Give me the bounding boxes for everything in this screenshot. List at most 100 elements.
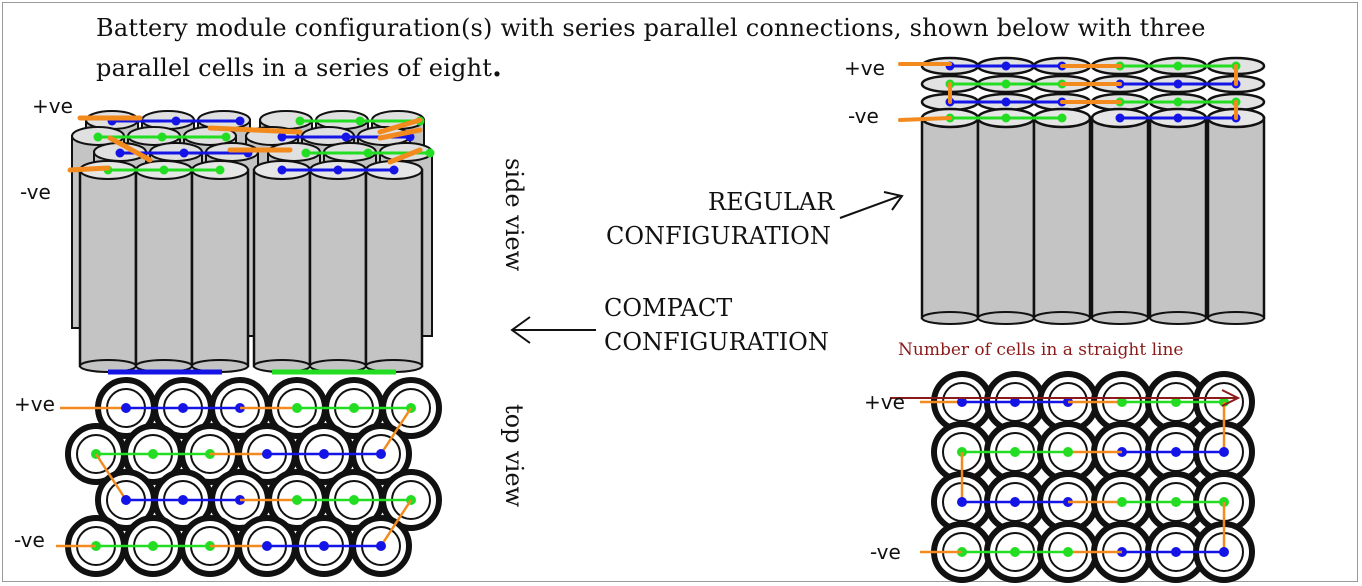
cell-terminal — [1001, 79, 1011, 89]
regular-top-view — [920, 371, 1255, 583]
cell-terminal — [389, 165, 399, 175]
cell-body — [308, 168, 368, 368]
cell-body — [1090, 116, 1150, 320]
pos-terminal-label-regular-side: +ve — [844, 56, 885, 80]
compact-side-view — [67, 110, 435, 375]
cell-terminal — [215, 165, 225, 175]
title-line-2-text: parallel cells in a series of eight — [96, 54, 493, 82]
interconnect-link — [377, 117, 423, 135]
cell-terminal — [262, 541, 272, 551]
cell-terminal — [262, 449, 272, 459]
cell-body — [134, 168, 194, 368]
cell-terminal — [1001, 61, 1011, 71]
cell-terminal — [319, 449, 329, 459]
cell-terminal — [1057, 113, 1067, 123]
cell-bottom — [1207, 311, 1265, 325]
pos-terminal-label-compact-side: +ve — [32, 94, 73, 118]
cell-terminal — [1115, 113, 1125, 123]
cell-terminal — [1010, 497, 1020, 507]
cell-terminal — [957, 397, 967, 407]
cell-body — [1206, 116, 1266, 320]
cell-terminal — [1173, 61, 1183, 71]
cell-terminal — [1171, 397, 1181, 407]
compact-label-line-1: COMPACT — [604, 294, 733, 322]
top-view-label: top view — [500, 404, 528, 508]
cell-terminal — [957, 497, 967, 507]
cell-terminal — [376, 541, 386, 551]
cell-terminal — [1173, 79, 1183, 89]
cell-terminal — [1171, 447, 1181, 457]
cell-terminal — [1010, 547, 1020, 557]
cell-terminal — [148, 449, 158, 459]
cell-terminal — [277, 132, 287, 142]
cell-body — [920, 116, 980, 320]
cell-terminal — [1063, 547, 1073, 557]
interconnect-link — [387, 147, 423, 165]
cell-terminal — [1171, 547, 1181, 557]
interconnect-link — [377, 127, 423, 141]
cells-in-line-label: Number of cells in a straight line — [898, 340, 1184, 360]
interconnect-link — [67, 165, 111, 173]
cell-terminal — [1117, 397, 1127, 407]
cell-terminal — [93, 132, 103, 142]
cell-body — [364, 168, 424, 368]
neg-terminal-label-compact-top: -ve — [14, 528, 45, 552]
cell-bottom — [977, 311, 1035, 325]
cell-body — [976, 116, 1036, 320]
interconnect-link — [94, 453, 128, 501]
cell-body — [1148, 116, 1208, 320]
cell-terminal — [1219, 547, 1229, 557]
regular-label-line-1: REGULAR — [708, 188, 835, 216]
title-end-dot: . — [492, 50, 503, 83]
cell-terminal — [121, 403, 131, 413]
cell-body — [78, 168, 138, 368]
neg-terminal-label-regular-top: -ve — [870, 540, 901, 564]
cell-terminal — [1171, 497, 1181, 507]
pos-terminal-label-regular-top: +ve — [864, 390, 905, 414]
cell-terminal — [277, 165, 287, 175]
cell-terminal — [1010, 447, 1020, 457]
interconnect-link — [379, 407, 413, 455]
cell-terminal — [292, 495, 302, 505]
title-line-2: parallel cells in a series of eight. — [96, 50, 502, 83]
cell-terminal — [1001, 97, 1011, 107]
cell-terminal — [171, 116, 181, 126]
cell-terminal — [221, 132, 231, 142]
cell-bottom — [1033, 311, 1091, 325]
compact-top-view — [56, 377, 442, 577]
cell-terminal — [235, 116, 245, 126]
cell-terminal — [376, 449, 386, 459]
cell-terminal — [341, 132, 351, 142]
regular-side-view — [898, 56, 1266, 325]
cell-terminal — [148, 541, 158, 551]
cell-bottom — [1091, 311, 1149, 325]
compact-label-line-2: CONFIGURATION — [604, 328, 829, 356]
side-view-label: side view — [500, 158, 528, 272]
compact-pointer-arrowhead — [510, 316, 531, 344]
interconnect-link — [207, 125, 303, 135]
cell-body — [1032, 116, 1092, 320]
cell-terminal — [179, 148, 189, 158]
cell-terminal — [349, 495, 359, 505]
neg-terminal-label-regular-side: -ve — [848, 104, 879, 128]
regular-pointer-arrowhead — [883, 191, 904, 211]
cell-terminal — [1219, 447, 1229, 457]
cell-terminal — [178, 403, 188, 413]
cell-terminal — [349, 403, 359, 413]
interconnect-link — [898, 116, 952, 122]
title-line-1: Battery module configuration(s) with ser… — [96, 14, 1206, 42]
cell-terminal — [301, 148, 311, 158]
cell-terminal — [295, 116, 305, 126]
pos-terminal-label-compact-top: +ve — [14, 392, 55, 416]
cell-bottom — [921, 311, 979, 325]
cell-terminal — [1010, 397, 1020, 407]
neg-terminal-label-compact-side: -ve — [20, 180, 51, 204]
cells-in-line-arrowhead — [1221, 389, 1241, 407]
interconnect-link — [379, 499, 413, 547]
cell-body — [190, 168, 250, 368]
cell-terminal — [1063, 447, 1073, 457]
cell-terminal — [121, 495, 131, 505]
cell-terminal — [1001, 113, 1011, 123]
